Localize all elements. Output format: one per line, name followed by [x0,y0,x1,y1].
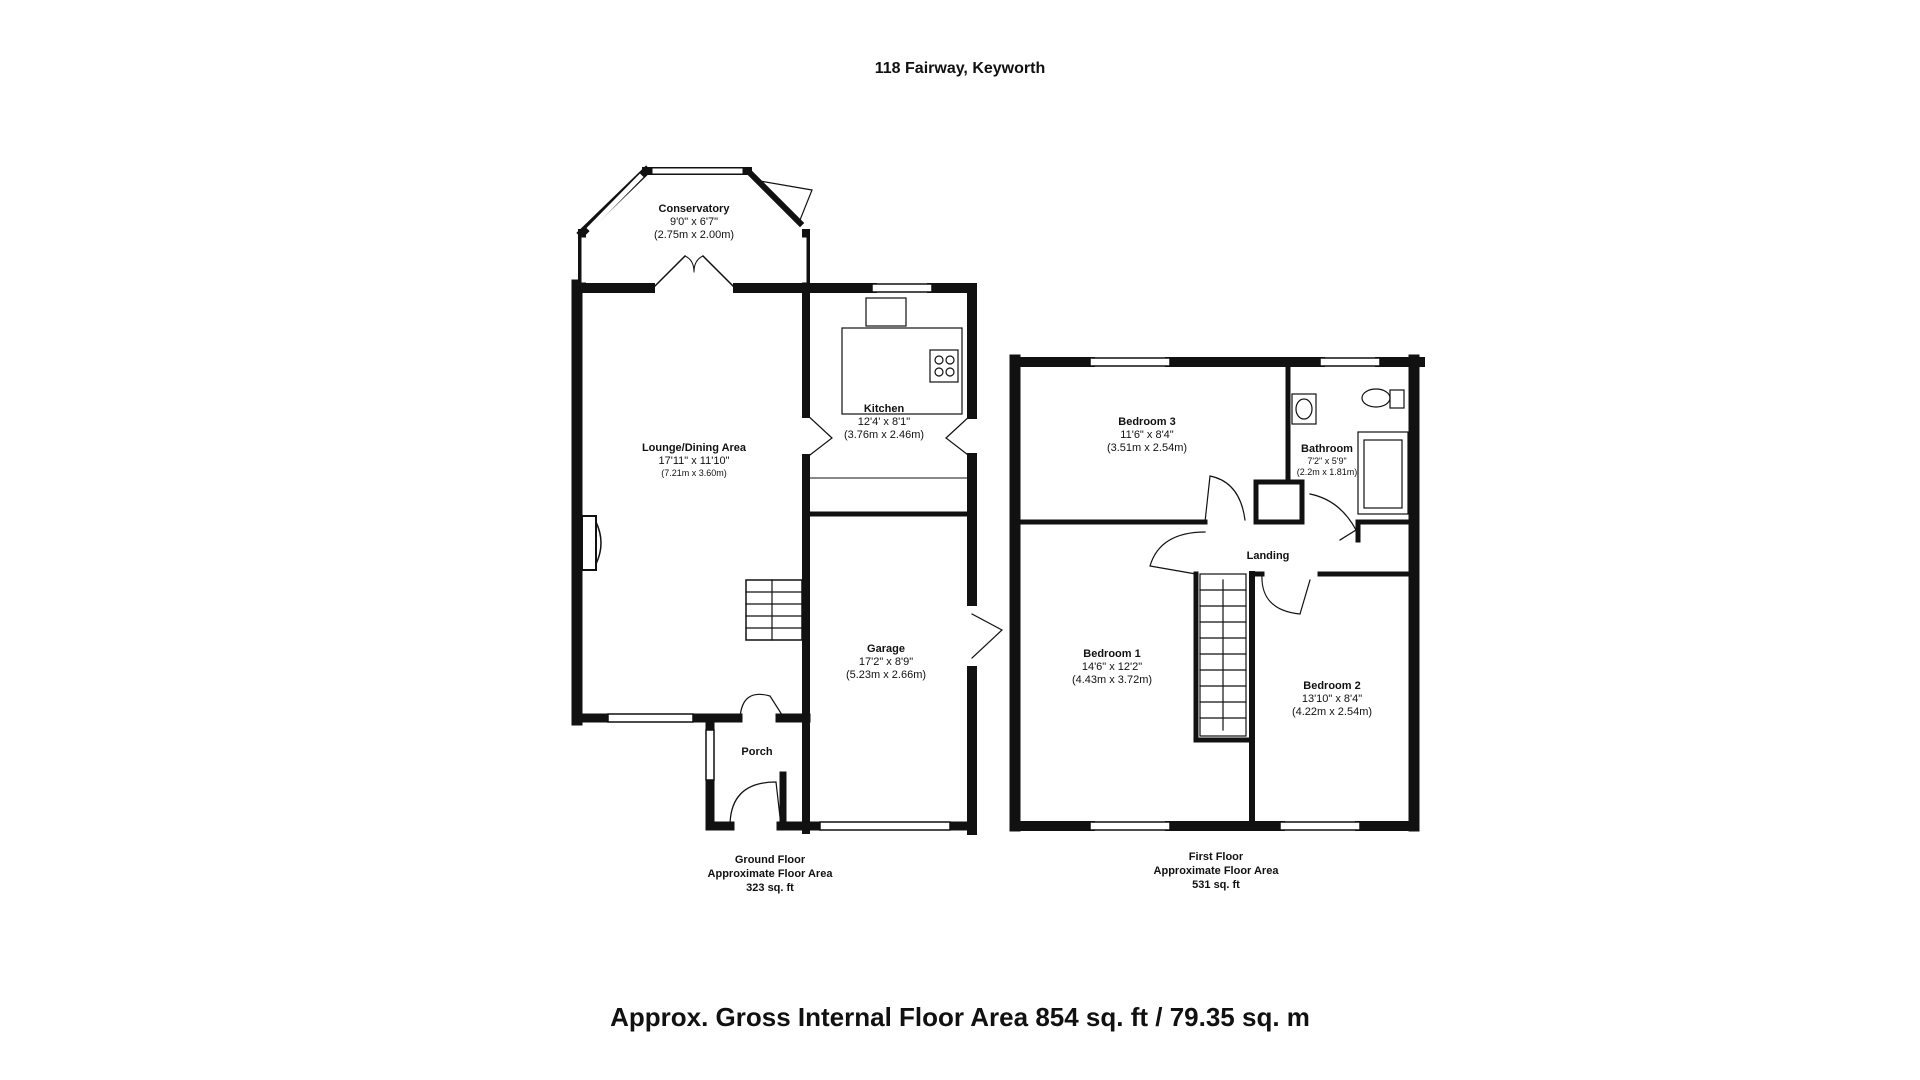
room-name: Bathroom [1301,443,1353,455]
room-imperial: 17'2" x 8'9" [858,656,914,668]
room-label-bedroom1: Bedroom 1 14'6" x 12'2" (4.43m x 3.72m) [1072,648,1152,687]
room-name: Lounge/Dining Area [641,442,747,454]
room-label-bathroom: Bathroom 7'2" x 5'9" (2.2m x 1.81m) [1297,443,1358,478]
first-floor-windows [1089,357,1381,831]
first-floor-walls [1009,354,1425,832]
room-imperial: 14'6" x 12'2" [1081,661,1143,673]
room-label-landing: Landing [1247,550,1290,563]
room-name: Porch [741,746,773,758]
room-imperial: 17'11" x 11'10" [658,455,730,467]
room-name: Garage [867,643,905,655]
room-name: Kitchen [863,403,905,415]
room-metric: (3.76m x 2.46m) [843,429,925,441]
room-name: Conservatory [658,203,730,215]
plan-title: 118 Fairway, Keyworth [874,60,1046,77]
room-imperial: 11'6" x 8'4" [1120,429,1174,441]
room-label-kitchen: Kitchen 12'4' x 8'1" (3.76m x 2.46m) [844,403,924,442]
floor-name: First Floor [1188,851,1244,863]
gross-floor-area: Approx. Gross Internal Floor Area 854 sq… [610,1002,1310,1032]
room-label-conservatory: Conservatory 9'0" x 6'7" (2.75m x 2.00m) [654,203,734,242]
room-imperial: 7'2" x 5'9" [1307,456,1347,466]
room-name: Bedroom 1 [1083,648,1141,660]
first-floor-caption: First Floor Approximate Floor Area 531 s… [1154,850,1279,892]
first-floor-doors [1149,475,1357,737]
ground-floor-caption: Ground Floor Approximate Floor Area 323 … [708,853,833,895]
room-metric: (3.51m x 2.54m) [1106,442,1188,454]
ground-floor-windows [581,283,973,831]
room-metric: (4.22m x 2.54m) [1291,706,1373,718]
bathroom-fittings [1291,388,1409,515]
conservatory-outline [576,165,813,290]
room-name: Bedroom 2 [1303,680,1361,692]
room-metric: (2.2m x 1.81m) [1296,467,1358,477]
floor-area-label: Approximate Floor Area [1153,865,1279,877]
ground-floor-doors [729,413,1004,827]
room-name: Bedroom 3 [1118,416,1176,428]
room-label-bedroom2: Bedroom 2 13'10" x 8'4" (4.22m x 2.54m) [1292,680,1372,719]
floor-area-value: 531 sq. ft [1192,879,1240,891]
room-imperial: 13'10" x 8'4" [1301,693,1363,705]
room-label-porch: Porch [741,746,772,759]
room-imperial: 9'0" x 6'7" [669,216,719,228]
floor-name: Ground Floor [734,854,806,866]
room-label-bedroom3: Bedroom 3 11'6" x 8'4" (3.51m x 2.54m) [1107,416,1187,455]
room-metric: (7.21m x 3.60m) [661,468,727,478]
room-metric: (5.23m x 2.66m) [845,669,927,681]
ground-floor-walls [571,279,978,835]
room-metric: (2.75m x 2.00m) [653,229,735,241]
room-metric: (4.43m x 3.72m) [1071,674,1153,686]
room-label-lounge: Lounge/Dining Area 17'11" x 11'10" (7.21… [642,442,746,479]
room-imperial: 12'4' x 8'1" [857,416,911,428]
kitchen-fittings [841,297,963,415]
floor-area-label: Approximate Floor Area [707,868,833,880]
floor-area-value: 323 sq. ft [746,882,794,894]
room-name: Landing [1246,550,1290,562]
room-label-garage: Garage 17'2" x 8'9" (5.23m x 2.66m) [846,643,926,682]
